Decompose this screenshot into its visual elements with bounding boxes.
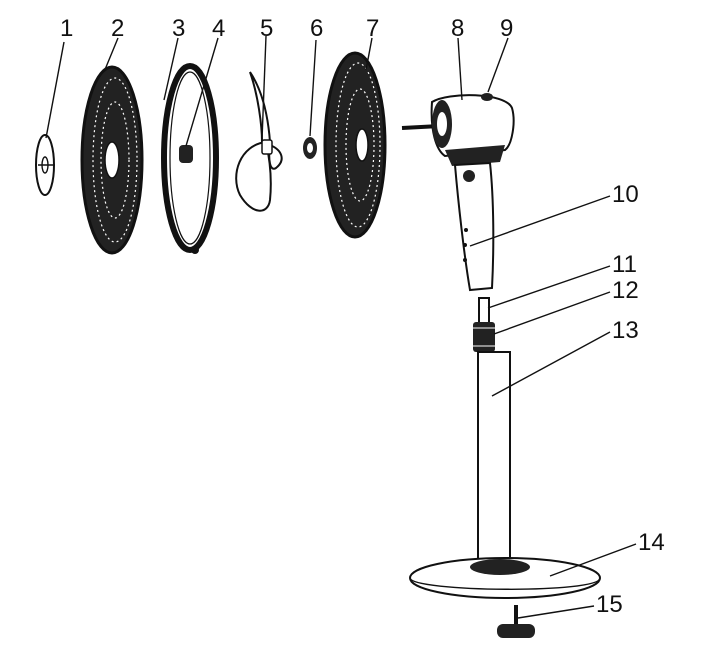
part-5-fan-blade xyxy=(235,71,283,212)
part-6-locking-nut xyxy=(303,137,317,159)
label-1: 1 xyxy=(60,15,73,42)
part-2-rear-grille xyxy=(80,65,144,255)
part-14-base xyxy=(409,557,601,599)
part-7-front-grille xyxy=(323,51,387,239)
label-2: 2 xyxy=(111,15,124,42)
part-12-height-collar xyxy=(473,322,495,352)
label-11: 11 xyxy=(612,251,637,278)
part-number-labels: 1 2 3 4 5 6 7 8 9 10 11 12 13 14 15 xyxy=(60,15,665,618)
label-13: 13 xyxy=(612,317,639,344)
label-14: 14 xyxy=(638,529,665,556)
part-15-fixing-screw xyxy=(497,605,535,638)
label-9: 9 xyxy=(500,15,513,42)
part-4-blade-nut xyxy=(179,145,193,163)
label-4: 4 xyxy=(212,15,225,42)
leader-lines xyxy=(45,35,637,619)
part-11-inner-tube xyxy=(478,297,490,325)
label-3: 3 xyxy=(172,15,185,42)
part-1-spinner-cap xyxy=(35,134,55,196)
part-13-lower-pole xyxy=(477,351,511,568)
label-12: 12 xyxy=(612,277,639,304)
label-8: 8 xyxy=(451,15,464,42)
label-7: 7 xyxy=(366,15,379,42)
label-15: 15 xyxy=(596,591,623,618)
part-3-grille-ring xyxy=(161,63,219,254)
label-5: 5 xyxy=(260,15,273,42)
part-10-control-housing xyxy=(453,161,495,292)
label-10: 10 xyxy=(612,181,639,208)
part-8-motor-housing xyxy=(401,94,515,166)
label-6: 6 xyxy=(310,15,323,42)
part-9-oscillation-knob xyxy=(481,93,493,101)
